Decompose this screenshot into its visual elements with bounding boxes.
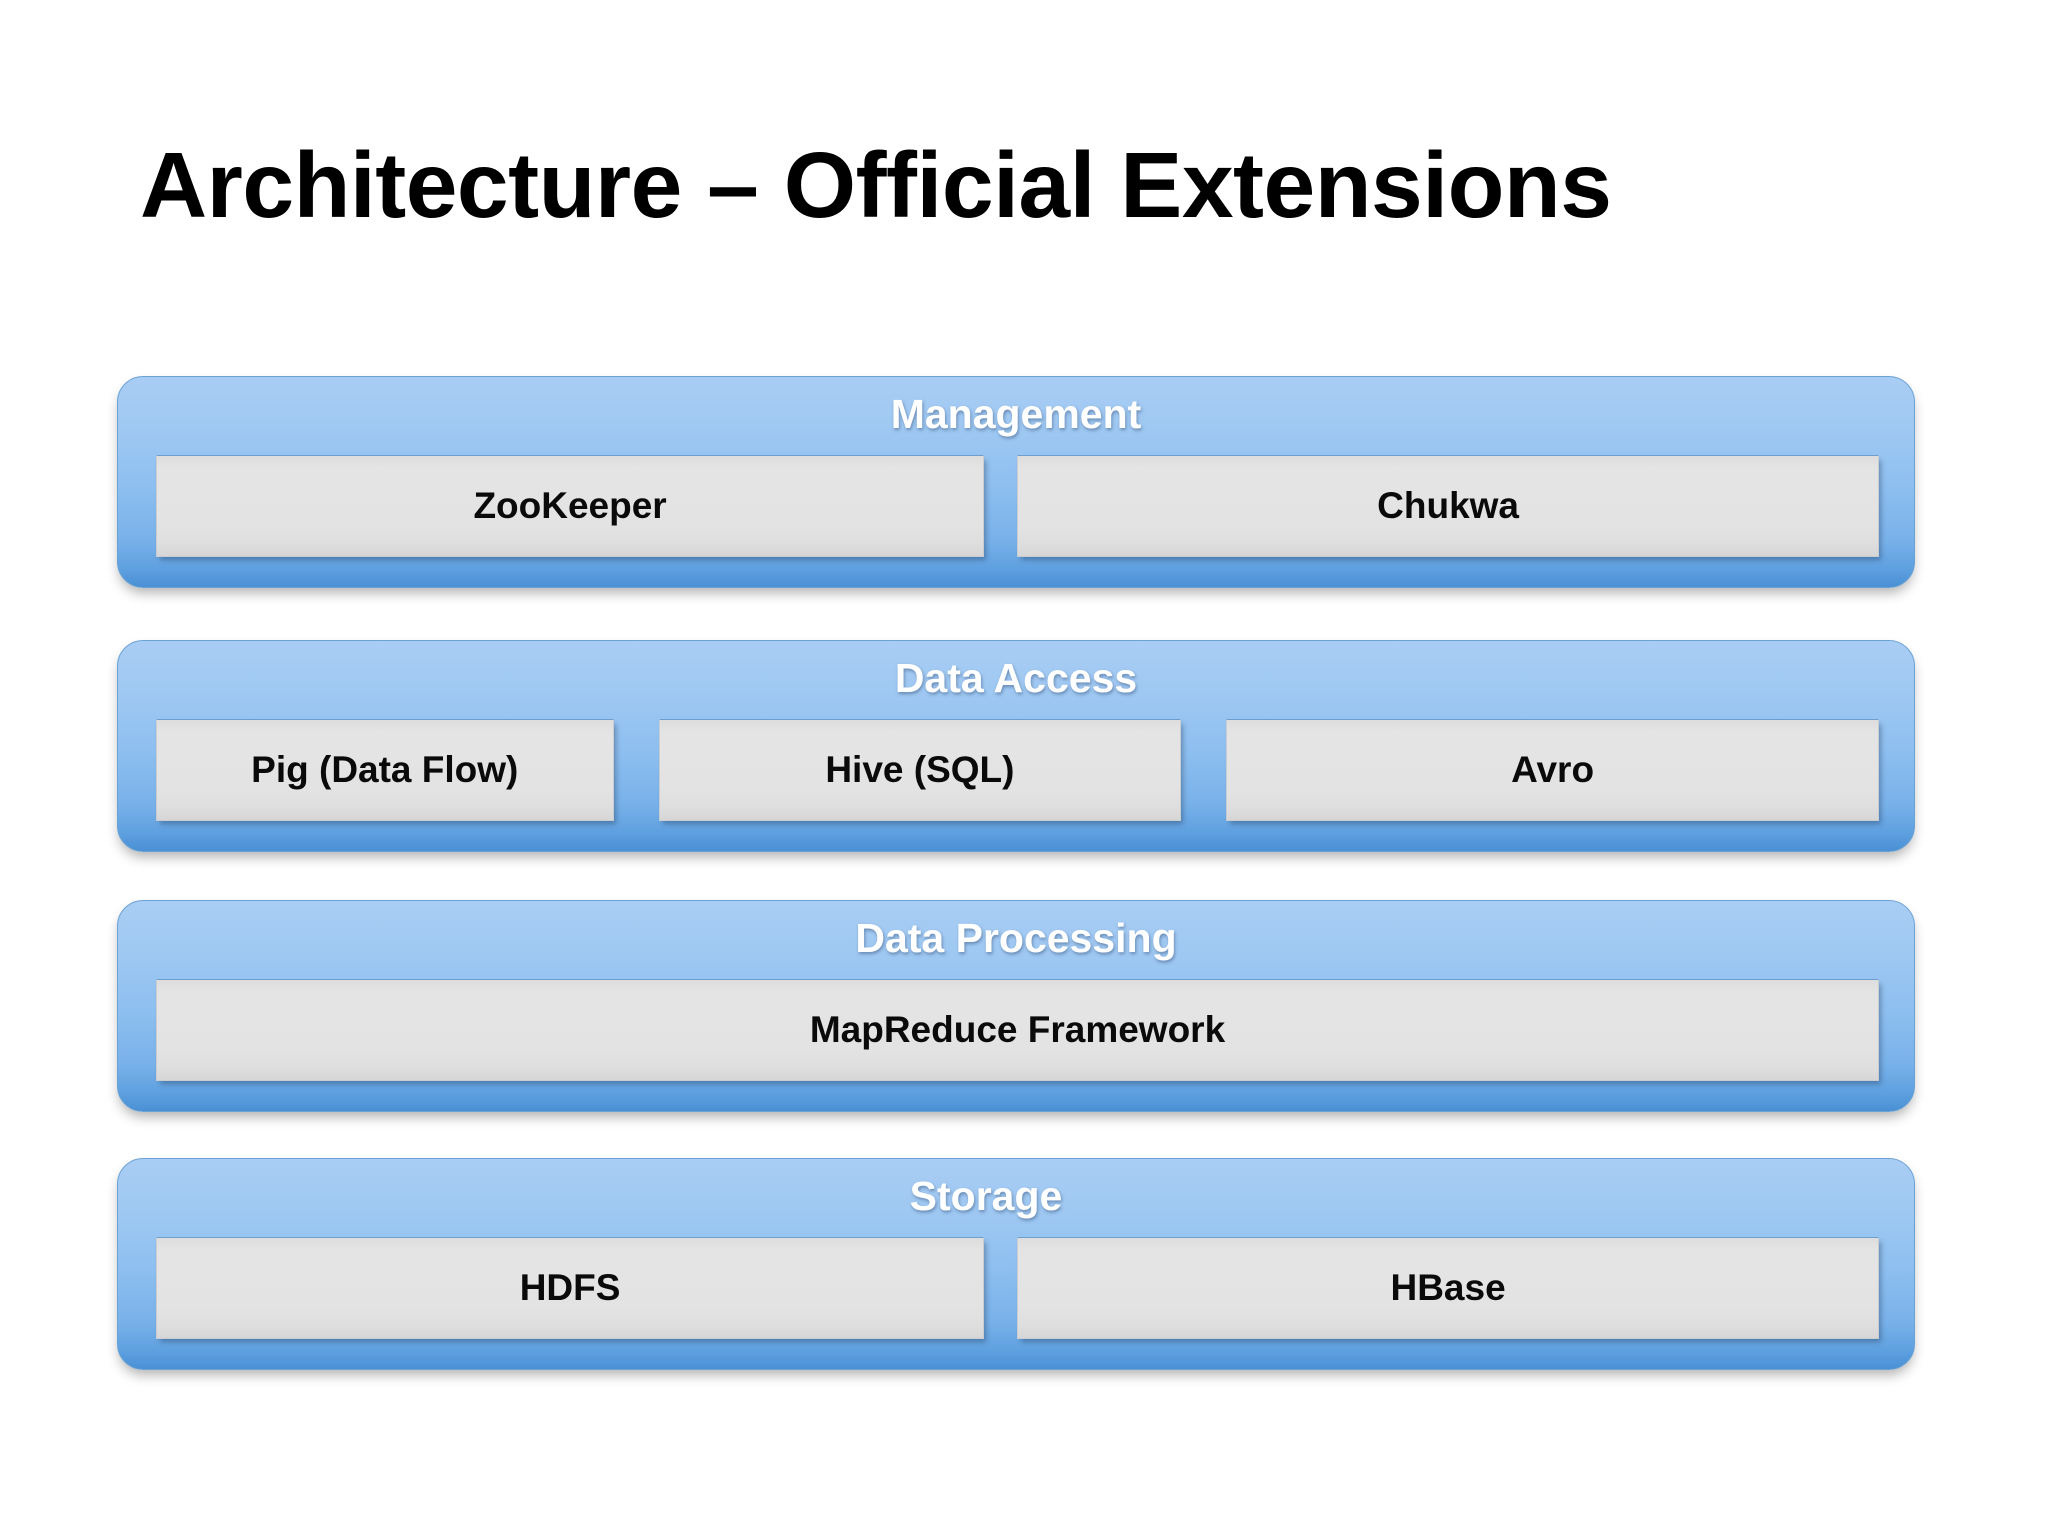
- component-zookeeper[interactable]: ZooKeeper: [156, 455, 985, 557]
- box-gap: [984, 1237, 1017, 1339]
- page-title: Architecture – Official Extensions: [140, 133, 1612, 237]
- layer-storage: Storage HDFS HBase: [117, 1158, 1915, 1370]
- box-gap: [1181, 719, 1226, 821]
- component-chukwa[interactable]: Chukwa: [1017, 455, 1879, 557]
- component-row-data-processing: MapReduce Framework: [156, 979, 1879, 1081]
- component-pig[interactable]: Pig (Data Flow): [156, 719, 614, 821]
- layer-title-storage: Storage: [909, 1173, 1063, 1219]
- layer-title-data-access: Data Access: [894, 655, 1138, 701]
- layer-title-management: Management: [890, 391, 1142, 437]
- layer-title-data-processing: Data Processing: [855, 915, 1177, 961]
- component-hive[interactable]: Hive (SQL): [658, 719, 1182, 821]
- layer-management: Management ZooKeeper Chukwa: [117, 376, 1915, 588]
- component-row-management: ZooKeeper Chukwa: [156, 455, 1879, 557]
- box-gap: [614, 719, 659, 821]
- component-avro[interactable]: Avro: [1226, 719, 1879, 821]
- component-hbase[interactable]: HBase: [1017, 1237, 1879, 1339]
- component-mapreduce-framework[interactable]: MapReduce Framework: [156, 979, 1879, 1081]
- component-hdfs[interactable]: HDFS: [156, 1237, 985, 1339]
- component-row-storage: HDFS HBase: [156, 1237, 1879, 1339]
- box-gap: [984, 455, 1017, 557]
- layer-data-access: Data Access Pig (Data Flow) Hive (SQL) A…: [117, 640, 1915, 852]
- component-row-data-access: Pig (Data Flow) Hive (SQL) Avro: [156, 719, 1879, 821]
- layer-data-processing: Data Processing MapReduce Framework: [117, 900, 1915, 1112]
